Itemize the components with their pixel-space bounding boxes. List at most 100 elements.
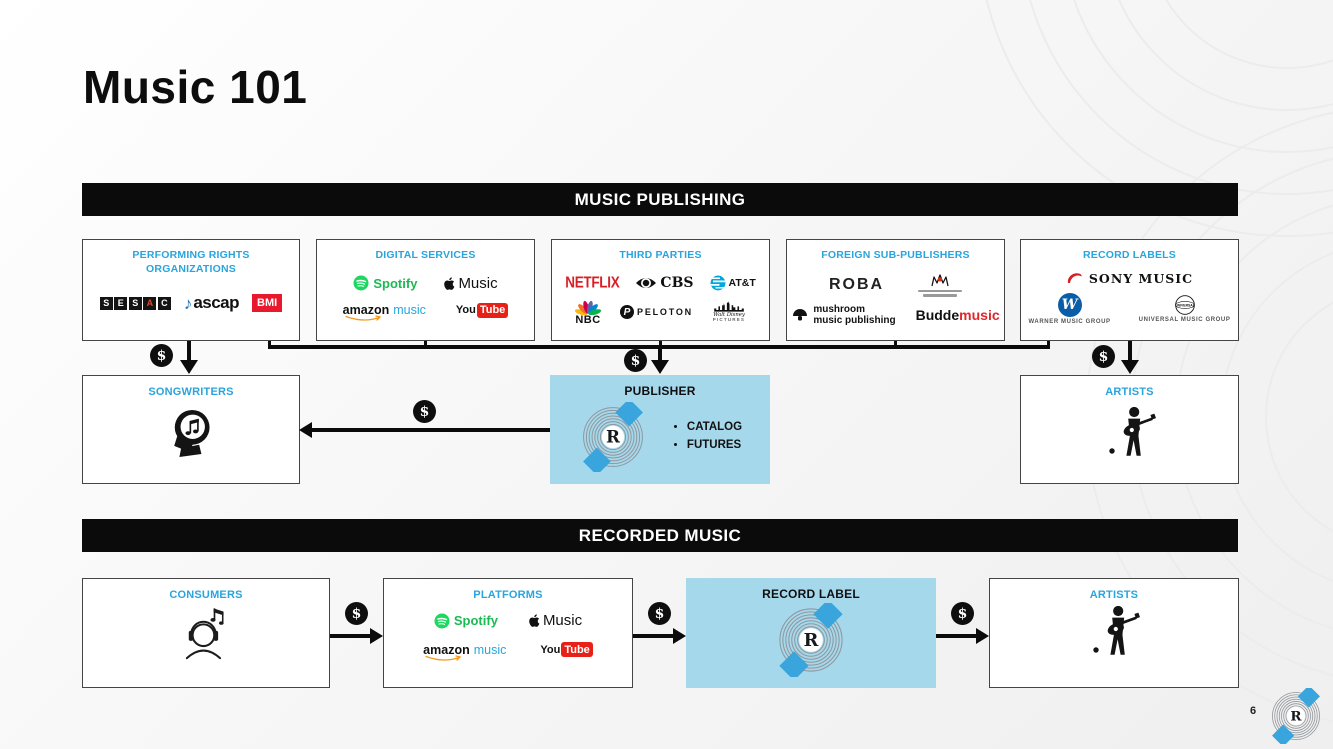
ring-decoration: [1265, 285, 1333, 549]
company-r-logo: R: [582, 401, 643, 472]
platforms-box: PLATFORMS Spotify Music amazon music You…: [383, 578, 633, 688]
box-title: PLATFORMS: [473, 589, 543, 601]
universal-music-group-logo: UNIVERSAL UNIVERSAL MUSIC GROUP: [1139, 294, 1231, 323]
money-badge: $: [648, 602, 671, 625]
company-r-logo: R: [1272, 685, 1320, 747]
svg-text:UNIVERSAL: UNIVERSAL: [1175, 304, 1195, 308]
spotify-logo: Spotify: [353, 275, 417, 291]
consumers-box: CONSUMERS: [82, 578, 330, 688]
apple-icon: [529, 614, 540, 628]
money-badge: $: [345, 602, 368, 625]
arrow-label-to-artists: [936, 634, 977, 638]
connector-bus-line: [268, 345, 1050, 349]
box-title: ARTISTS: [1105, 386, 1154, 398]
spotify-icon: [434, 613, 450, 629]
svg-text:R: R: [1290, 708, 1302, 724]
warner-music-group-logo: W WARNER MUSIC GROUP: [1029, 292, 1111, 325]
ring-decoration: [1103, 0, 1333, 111]
svg-text:R: R: [804, 630, 819, 651]
box-title: SONGWRITERS: [148, 386, 234, 398]
recorded-music-banner: RECORDED MUSIC: [82, 519, 1238, 552]
money-badge: $: [1092, 345, 1115, 368]
box-title: CONSUMERS: [169, 589, 243, 601]
box-title: DIGITAL SERVICES: [375, 249, 476, 261]
music-publishing-banner: MUSIC PUBLISHING: [82, 183, 1238, 216]
universal-globe-icon: UNIVERSAL: [1175, 295, 1195, 315]
nbc-logo: NBC: [574, 299, 602, 326]
money-badge: $: [624, 349, 647, 372]
cbs-eye-icon: [636, 277, 657, 288]
money-badge: $: [413, 400, 436, 423]
att-globe-icon: [710, 275, 726, 291]
guitar-player-icon: [1093, 606, 1140, 656]
publisher-box: PUBLISHER R CATALOG FUTURES: [550, 375, 770, 484]
arrowhead-right: [976, 628, 989, 644]
box-title: FOREIGN SUB-PUBLISHERS: [821, 249, 970, 261]
bmi-logo: BMI: [252, 294, 283, 313]
box-title: THIRD PARTIES: [619, 249, 702, 261]
arrowhead-right: [370, 628, 383, 644]
warner-w-icon: W: [1057, 292, 1082, 317]
crown-sub-publisher-logo: [918, 273, 963, 297]
record-label-box: RECORD LABEL R: [686, 578, 936, 688]
sony-swoosh-icon: [1067, 273, 1082, 284]
arrow-consumers-to-platforms: [330, 634, 371, 638]
arrowhead-down: [180, 360, 198, 374]
att-logo: AT&T: [710, 275, 756, 291]
money-badge: $: [951, 602, 974, 625]
crown-red-dot-icon: [931, 274, 949, 286]
arrowhead-right: [673, 628, 686, 644]
amazon-smile-icon: [425, 655, 462, 661]
svg-text:Walt Disney: Walt Disney: [713, 312, 746, 317]
sony-music-logo: SONY MUSIC: [1066, 271, 1193, 286]
arrow-to-songwriters: [187, 341, 191, 362]
box-title: RECORD LABELS: [1082, 249, 1177, 261]
disney-castle-icon: Walt Disney: [713, 301, 746, 317]
ring-decoration: [1145, 0, 1333, 69]
guitar-player-icon: [1108, 407, 1156, 457]
company-r-logo: R: [779, 602, 843, 677]
digital-services-box: DIGITAL SERVICES Spotify Music amazon mu…: [316, 239, 535, 341]
apple-music-logo: Music: [528, 612, 582, 629]
ring-decoration: [1019, 0, 1333, 195]
publisher-bullets: CATALOG FUTURES: [672, 419, 742, 455]
netflix-logo: NETFLIX: [565, 274, 620, 292]
artists-box-recorded: ARTISTS: [989, 578, 1239, 688]
arrowhead-down: [1121, 360, 1139, 374]
music-note-icon: ♪: [183, 293, 193, 313]
box-title: PERFORMING RIGHTS ORGANIZATIONS: [132, 249, 250, 275]
ring-decoration: [1061, 0, 1333, 153]
company-logo: R: [1268, 685, 1324, 747]
page-title: Music 101: [83, 61, 308, 113]
mushroom-icon: [793, 309, 808, 321]
peloton-logo: P PELOTON: [620, 305, 693, 320]
peloton-p-icon: P: [620, 305, 635, 320]
box-title: RECORD LABEL: [762, 587, 860, 601]
box-title: ARTISTS: [1089, 589, 1139, 601]
box-title: PUBLISHER: [624, 384, 696, 398]
record-labels-box: RECORD LABELS SONY MUSIC W WARNER MUSIC …: [1020, 239, 1239, 341]
songwriter-head-music-icon: [174, 410, 210, 458]
amazon-smile-icon: [345, 315, 381, 321]
spotify-logo: Spotify: [434, 613, 498, 629]
svg-text:R: R: [606, 426, 621, 446]
spotify-icon: [353, 275, 369, 291]
apple-icon: [444, 276, 455, 290]
arrowhead-down: [651, 360, 669, 374]
amazon-music-logo: amazon music: [343, 303, 426, 321]
apple-music-logo: Music: [443, 275, 498, 292]
walt-disney-pictures-logo: Walt Disney PICTURES: [711, 301, 747, 323]
arrow-to-artists: [1128, 341, 1132, 362]
arrow-publisher-to-songwriters: [312, 428, 550, 432]
arrow-to-publisher: [658, 349, 662, 362]
ascap-logo: ♪ascap: [183, 293, 240, 313]
page-number: 6: [1250, 705, 1257, 717]
arrowhead-left: [299, 422, 312, 438]
